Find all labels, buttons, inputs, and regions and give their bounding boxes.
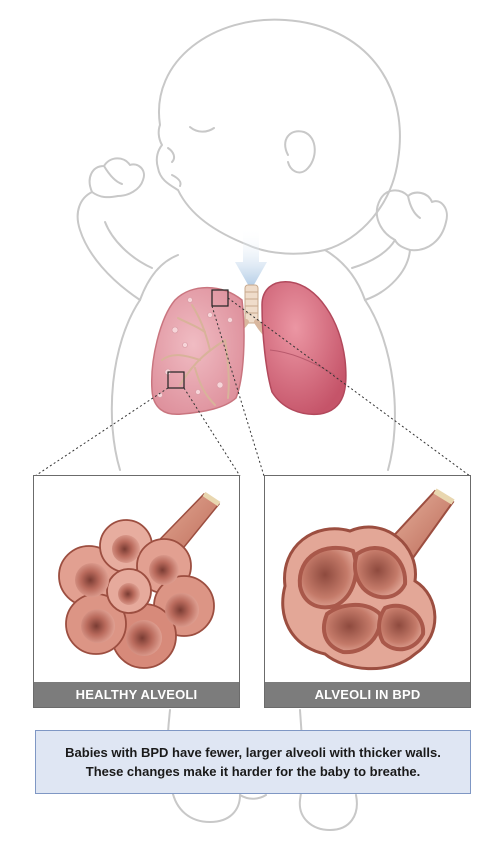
bronchial-tree	[161, 304, 230, 406]
baby-outline	[76, 18, 448, 831]
healthy-alveoli-label: HEALTHY ALVEOLI	[34, 682, 239, 707]
caption-line-1: Babies with BPD have fewer, larger alveo…	[65, 745, 441, 760]
caption-line-2: These changes make it harder for the bab…	[85, 764, 421, 779]
bpd-alveoli-panel: ALVEOLI IN BPD	[264, 475, 471, 708]
right-lung	[261, 281, 347, 416]
healthy-alveoli-illustration	[58, 491, 221, 669]
bpd-alveoli-label: ALVEOLI IN BPD	[265, 682, 470, 707]
alveoli-dots	[157, 297, 233, 398]
zoom-box-bpd	[167, 371, 185, 389]
bpd-alveoli-illustration	[281, 488, 455, 671]
left-lung	[151, 286, 245, 416]
zoom-lines	[34, 297, 471, 477]
airflow-arrow	[235, 228, 267, 290]
caption-box: Babies with BPD have fewer, larger alveo…	[35, 730, 471, 794]
healthy-alveoli-panel: HEALTHY ALVEOLI	[33, 475, 240, 708]
